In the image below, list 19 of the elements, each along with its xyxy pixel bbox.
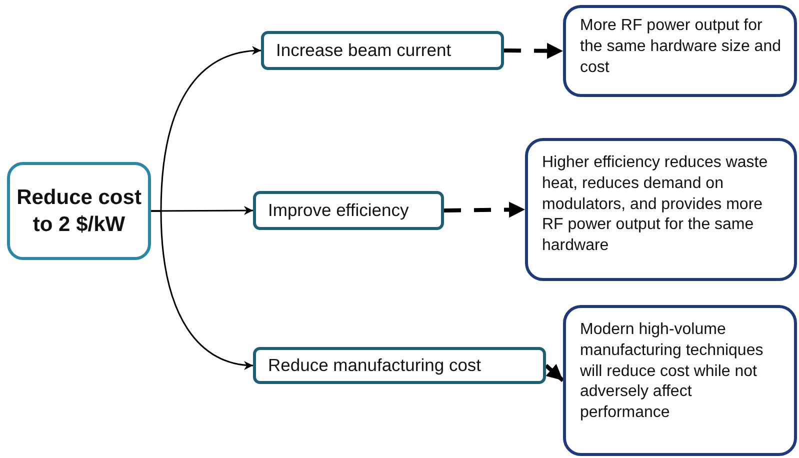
arrow [151, 206, 253, 216]
outcome-box [563, 5, 797, 97]
node-text: Improve efficiency [268, 199, 410, 222]
strategy-box [261, 31, 504, 70]
strategy-box [253, 347, 546, 384]
arrow [544, 364, 564, 382]
node-text: Reduce manufacturing cost [268, 354, 482, 377]
arrow [504, 42, 564, 59]
node-text: Higher efficiency reduces waste heat, reduces demand on modulators, and provides more RF power output for the same hardware [542, 153, 769, 256]
node-text: Modern high-volume manufacturing techniques will reduce cost while not adversely affect performance [580, 320, 764, 424]
goal-box [7, 162, 151, 260]
strategy-box [253, 191, 444, 230]
outcome-box [525, 138, 797, 281]
arrow [444, 202, 526, 218]
arrow [151, 210, 254, 370]
outcome-box [563, 305, 797, 456]
node-text: Increase beam current [276, 39, 452, 62]
node-text: More RF power output for the same hardware size and cost [580, 16, 782, 78]
node-text: Reduce cost to 2 $/kW [16, 184, 142, 238]
